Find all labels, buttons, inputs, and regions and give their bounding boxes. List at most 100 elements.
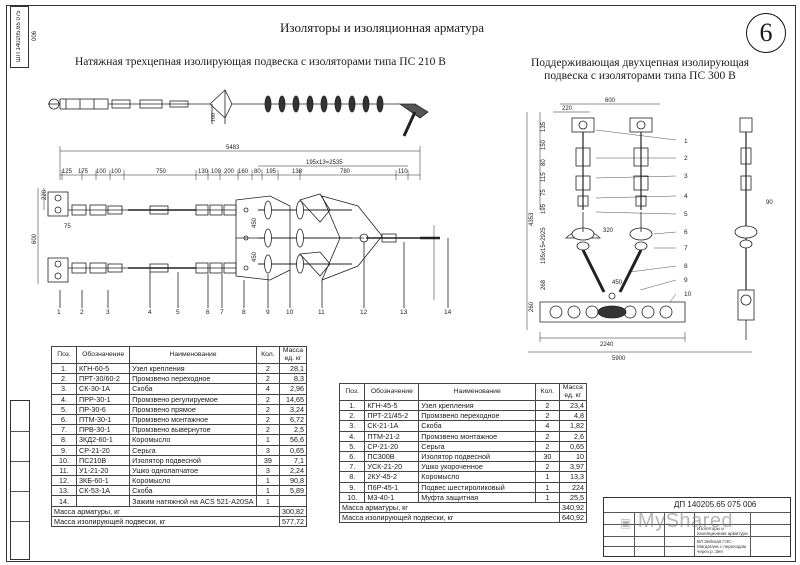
cell-designation: 2КУ-45-2 [364,471,420,483]
page-title: Изоляторы и изоляционная арматура [280,20,485,35]
cell-designation: У1-21-20 [76,464,131,477]
cell-pos: 1. [338,399,366,412]
table-total-fittings: Масса арматуры, кг 340,92 [339,501,588,514]
cell-name: Серьга [418,440,537,452]
cell-qty: 4 [535,420,560,432]
left-main-assembly [47,191,449,308]
dim-2925: 195х15=2925 [541,227,547,264]
dim-268: 268 [541,279,547,290]
watermark-logo: ▣ MyShared [620,510,733,533]
cell-name: Промзвено монтажное [129,413,257,426]
col-pos: Поз. [338,383,366,401]
cell-pos: 5. [338,440,366,452]
cell-name: Изолятор подвесной [418,450,537,463]
cell-mass: 2,5 [278,424,308,436]
cell-name: Подвес шестироликовый [418,481,537,493]
sheet-number: 6 [746,13,786,53]
cell-mass: 0,65 [278,444,308,456]
dim-110: 110 [398,169,408,175]
cell-mass: 8,3 [278,373,308,385]
cell-pos: 3. [50,383,78,395]
cell-qty: 2 [255,362,280,375]
cell-mass: 10 [558,450,588,463]
title-block-code: ДП 140205.65 075 006 [674,500,757,509]
total-fittings-value: 340,92 [558,501,588,514]
right-pos-10: 10 [684,291,692,298]
col-designation: Обозначение [364,383,420,401]
cell-mass: 5,89 [278,485,308,497]
cell-qty: 2 [255,403,280,415]
cell-mass: 3,24 [278,403,308,415]
col-qty: Кол. [535,383,560,401]
cell-name: Зажим натяжной на ACS 521-A20SA [129,495,257,507]
cell-name: Промзвено переходное [418,410,537,422]
dim-100b: 100 [111,169,122,175]
left-pos-3: 3 [106,309,110,316]
title-block-drawing-name: Изоляторы и изоляционная арматура [697,526,748,536]
cell-pos: 4. [338,430,366,442]
cell-designation: П6Р-45-1 [364,481,420,493]
cell-mass: 0,65 [558,440,588,452]
cell-pos: 3. [338,420,366,432]
title-block: ДП 140205.65 075 006 Изоляторы и изоляци… [603,497,791,557]
cell-qty: 2 [535,410,560,422]
cell-mass: 25,5 [558,491,588,503]
right-pos-5: 5 [684,211,688,218]
cell-designation: ПС300В [364,450,420,463]
cell-pos: 12. [50,475,78,487]
right-pos-2: 2 [684,155,688,162]
right-pos-1: 1 [684,138,688,145]
dim-160: 160 [238,169,249,175]
dimension-labels: 5483 195х13=2535 125 175 100 100 750 130… [32,98,773,362]
cell-mass: 224 [558,481,588,493]
cell-qty: 39 [255,454,280,466]
total-suspension-value: 577,72 [278,515,308,528]
col-qty: Кол. [255,346,280,364]
right-assembly [526,103,758,353]
total-fittings-label: Масса арматуры, кг [51,505,280,517]
left-pos-11: 11 [318,309,325,316]
dim-125: 125 [62,169,73,175]
position-labels: 1 2 3 4 5 6 7 8 9 10 11 12 13 14 1 2 3 4… [57,138,692,316]
cell-name: Ушко однолапчатое [129,464,257,477]
cell-pos: 7. [50,424,78,436]
left-dimension-lines [37,146,421,284]
table-header-row: Поз. Обозначение Наименование Кол. Масса… [338,383,588,401]
cell-pos: 6. [338,450,366,463]
title-block-org: ВЛ Зейская ГЭС-Магдагачи с переходом чер… [697,539,747,554]
cell-qty: 1 [255,475,280,487]
left-pos-13: 13 [400,309,408,316]
cell-mass: 13,3 [558,471,588,483]
dim-insulators: 195х13=2535 [306,160,343,166]
left-pos-10: 10 [286,309,294,316]
right-pos-3: 3 [684,173,688,180]
right-pos-9: 9 [684,277,688,284]
cell-qty: 1 [255,495,280,507]
cell-pos: 10. [338,491,366,503]
watermark-text: MyShared [637,510,734,532]
dim-450b: 450 [252,251,258,262]
cell-name: Изолятор подвесной [129,454,257,466]
spec-table-tension: Поз. Обозначение Наименование Кол. Масса… [50,346,308,528]
cell-pos: 5. [50,403,78,415]
dim-320: 320 [603,228,614,234]
cell-pos: 6. [50,413,78,426]
cell-pos: 4. [50,393,78,405]
cell-designation: СК-53-1А [76,485,131,497]
cell-designation: КГН-45-5 [364,399,420,412]
col-name: Наименование [129,346,257,364]
cell-designation: 3КД2-60-1 [76,434,131,446]
cell-qty: 2 [535,440,560,452]
dim-450r: 450 [612,280,623,286]
rotated-stamp: ШП 140205.65 075 006 [10,6,38,68]
left-view-subtitle: Натяжная трехцепная изолирующая подвеска… [75,56,446,68]
